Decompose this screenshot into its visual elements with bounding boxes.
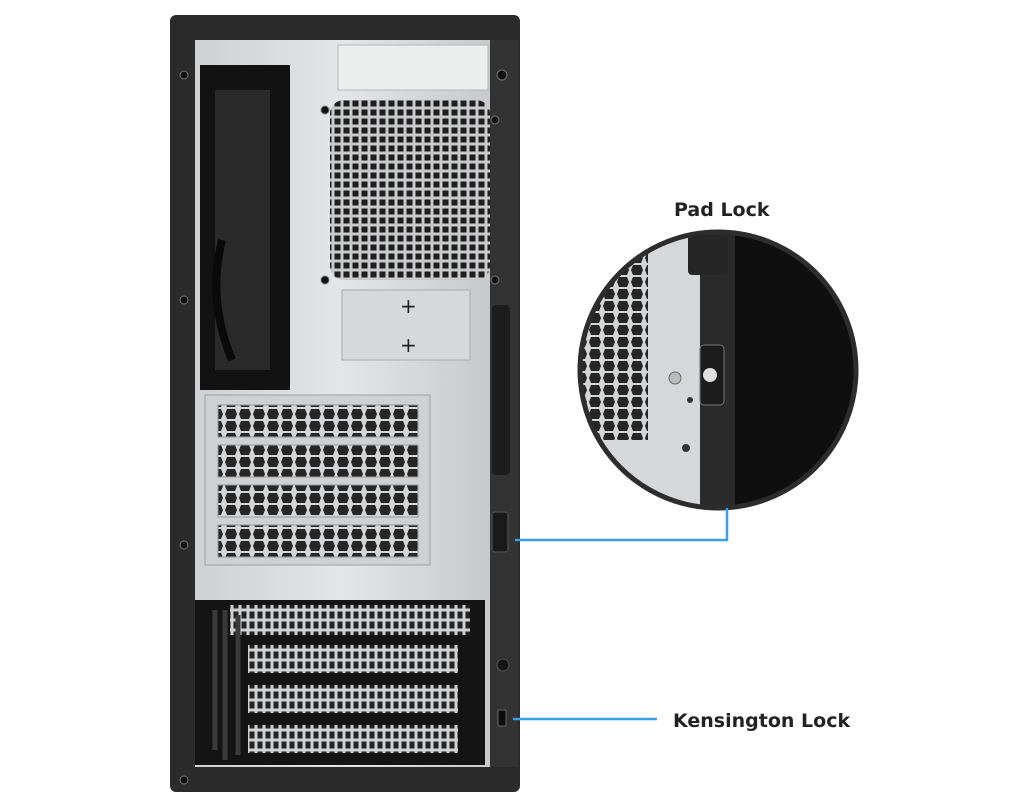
slot-cover (217, 404, 419, 438)
cover-plate (341, 289, 471, 361)
fan-grill (330, 100, 490, 280)
pad-lock-callout-line (515, 508, 729, 542)
plus-icon: + (400, 294, 417, 318)
pad-lock-loop (491, 511, 509, 553)
internal-cable (212, 239, 236, 362)
plus-icon: + (400, 333, 417, 357)
pad-lock-label: Pad Lock (674, 199, 770, 221)
bottom-cavity (195, 600, 485, 765)
screw-icon (496, 658, 510, 672)
kensington-lock-label: Kensington Lock (673, 710, 850, 732)
slot-cover (217, 444, 419, 478)
slot-cover (217, 484, 419, 518)
kensington-slot (497, 709, 507, 727)
pc-chassis: + + (170, 15, 520, 792)
pad-lock-zoom-inset (577, 229, 859, 511)
slot-cover (217, 524, 419, 558)
expansion-slot-covers (204, 394, 431, 566)
top-recess (337, 44, 489, 91)
side-handle (492, 305, 510, 475)
screws (179, 69, 508, 785)
